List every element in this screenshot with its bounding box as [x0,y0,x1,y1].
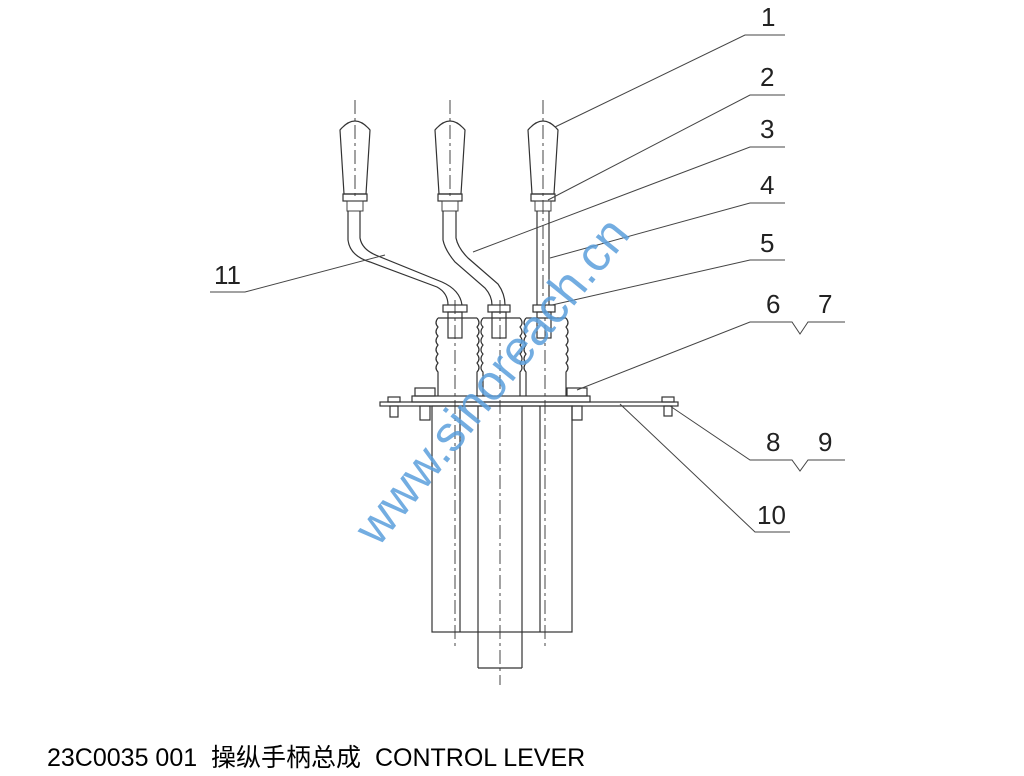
mounting-plate [379,387,679,421]
knobs [339,120,559,212]
part-code: 23C0035 001 [47,744,198,772]
leader-lines [210,34,845,533]
part-label-11: 11 [214,260,241,290]
drawing-caption: 23C0035 001 操纵手柄总成 CONTROL LEVER [47,738,585,774]
part-labels: 1 2 3 4 5 6 7 8 9 10 11 [214,2,832,530]
part-label-1: 1 [761,2,775,32]
part-label-6: 6 [766,289,780,319]
centerlines [354,100,546,685]
valve-body [431,405,573,669]
part-label-2: 2 [760,62,774,92]
part-label-5: 5 [760,228,774,258]
part-label-9: 9 [818,427,832,457]
part-label-3: 3 [760,114,774,144]
part-label-4: 4 [760,170,774,200]
part-label-7: 7 [818,289,832,319]
bellows [435,304,569,396]
part-label-8: 8 [766,427,780,457]
title-english: CONTROL LEVER [374,744,586,772]
part-label-10: 10 [757,500,786,530]
watermark: www.sinoreach.cn [342,207,640,556]
title-chinese: 操纵手柄总成 [211,744,362,772]
lever-rods [347,211,550,306]
